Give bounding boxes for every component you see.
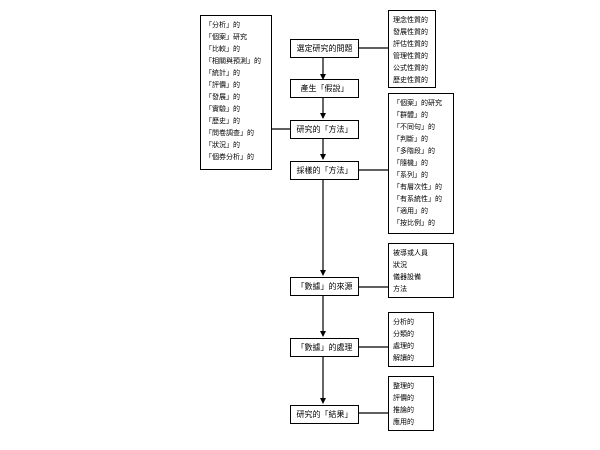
list-item: 「按比例」的 (393, 219, 435, 227)
step-select-problem: 選定研究的問題 (290, 39, 359, 58)
list-item: 「個券分析」的 (205, 153, 254, 161)
list-item: 儀器設備 (393, 273, 421, 281)
list-item: 「統計」的 (205, 69, 240, 77)
data-sources-box: 被導或人員 狀況 儀器設備 方法 (388, 243, 454, 298)
result-actions-box: 整理的 評價的 推論的 應用的 (388, 376, 434, 431)
step-hypothesis: 產生「假說」 (290, 79, 359, 98)
problem-types-box: 理念性質的 發展性質的 評估性質的 管理性質的 公式性質的 歷史性質的 (388, 10, 436, 88)
list-item: 「發展」的 (205, 93, 240, 101)
list-item: 「群體」的 (393, 111, 428, 119)
list-item: 「判斷」的 (393, 135, 428, 143)
list-item: 「適用」的 (393, 207, 428, 215)
left-methods-box: 「分析」的 「個案」研究 「比較」的 「相關與預測」的 「統計」的 「評價」的 … (200, 15, 272, 170)
list-item: 應用的 (393, 418, 414, 426)
list-item: 發展性質的 (393, 28, 428, 36)
list-item: 「多階段」的 (393, 147, 435, 155)
list-item: 「問卷調查」的 (205, 129, 254, 137)
list-item: 「隨機」的 (393, 159, 428, 167)
list-item: 「不同句」的 (393, 123, 435, 131)
list-item: 推論的 (393, 406, 414, 414)
sampling-methods-box: 「個案」的研究 「群體」的 「不同句」的 「判斷」的 「多階段」的 「隨機」的 … (388, 93, 454, 234)
data-processing-box: 分析的 分類的 處理的 解讀的 (388, 312, 434, 367)
list-item: 管理性質的 (393, 52, 428, 60)
list-item: 「比較」的 (205, 45, 240, 53)
step-research-method: 研究的「方法」 (290, 120, 359, 139)
list-item: 被導或人員 (393, 249, 428, 257)
list-item: 「相關與預測」的 (205, 57, 261, 65)
list-item: 分析的 (393, 318, 414, 326)
list-item: 「有系統性」的 (393, 195, 442, 203)
list-item: 評估性質的 (393, 40, 428, 48)
list-item: 「有層次性」的 (393, 183, 442, 191)
list-item: 「狀況」的 (205, 141, 240, 149)
list-item: 處理的 (393, 342, 414, 350)
list-item: 「實驗」的 (205, 105, 240, 113)
list-item: 解讀的 (393, 354, 414, 362)
list-item: 「評價」的 (205, 81, 240, 89)
step-data-processing: 「數據」的處理 (290, 338, 359, 357)
list-item: 方法 (393, 285, 407, 293)
list-item: 狀況 (393, 261, 407, 269)
list-item: 「歷史」的 (205, 117, 240, 125)
list-item: 公式性質的 (393, 64, 428, 72)
list-item: 「個案」的研究 (393, 99, 442, 107)
step-sampling-method: 採樣的「方法」 (290, 161, 359, 180)
list-item: 「系列」的 (393, 171, 428, 179)
list-item: 歷史性質的 (393, 76, 428, 84)
list-item: 「分析」的 (205, 21, 240, 29)
list-item: 整理的 (393, 382, 414, 390)
step-research-result: 研究的「結果」 (290, 405, 359, 424)
list-item: 「個案」研究 (205, 33, 247, 41)
step-data-source: 「數據」的來源 (290, 277, 359, 296)
list-item: 評價的 (393, 394, 414, 402)
list-item: 理念性質的 (393, 16, 428, 24)
list-item: 分類的 (393, 330, 414, 338)
